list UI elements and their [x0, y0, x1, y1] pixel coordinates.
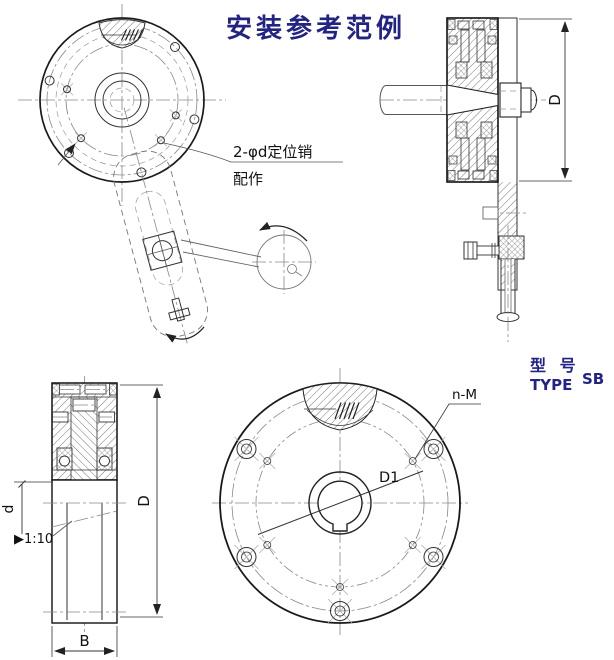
pin-callout-line2: 配作 — [233, 170, 263, 188]
spring-detent-pocket — [302, 382, 378, 431]
taper-label: ▶1:10 — [14, 532, 53, 547]
set-screw — [487, 155, 497, 165]
pin-callout-leader — [163, 142, 343, 163]
bottom-right-flange-view: D1 n-M — [212, 368, 481, 638]
arm-attachment-section — [463, 206, 529, 342]
page-title: 安装参考范例 — [226, 13, 406, 44]
hub — [308, 471, 372, 535]
mounting-holes — [234, 436, 446, 624]
arm-bolt-head — [463, 241, 478, 260]
spring-detent-pocket — [98, 19, 146, 49]
dim-label-B: B — [79, 632, 89, 650]
nm-leader — [414, 403, 481, 460]
model-value: SB — [582, 370, 604, 388]
top-left-flange-view — [18, 4, 343, 344]
bore-with-keyway — [317, 480, 363, 532]
set-screw — [448, 155, 458, 165]
tapered-bore — [446, 84, 499, 116]
bearing — [480, 61, 493, 79]
arm-end-bolt — [171, 297, 186, 322]
bottom-left-section-view: d ▶1:10 D B — [1, 376, 163, 657]
set-screw — [448, 35, 458, 45]
model-label-en: TYPE — [530, 376, 572, 394]
rotation-arrow-upper — [259, 221, 308, 242]
pin-callout-line1: 2-φd定位销 — [233, 143, 312, 161]
spring-coil — [334, 402, 360, 420]
tapped-holes — [259, 452, 421, 596]
hub-sleeve — [51, 479, 118, 624]
bearing — [455, 121, 468, 139]
dim-label-D-top: D — [546, 94, 564, 106]
positioning-pin-holes — [60, 83, 183, 147]
model-label: 型 号 TYPE SB — [530, 356, 604, 394]
torque-arm — [113, 107, 316, 344]
model-label-cn: 型 号 — [530, 356, 580, 375]
taper-line — [51, 510, 118, 528]
top-right-section-view: D — [379, 17, 572, 342]
dim-line-D1 — [257, 470, 424, 535]
shaft-end-bolt — [499, 82, 537, 118]
dim-label-d: d — [1, 505, 17, 514]
bearing — [480, 121, 493, 139]
rotation-arrow-lower — [165, 326, 205, 343]
nm-label: n-M — [452, 387, 477, 403]
spring-coil — [120, 29, 144, 41]
bearing — [455, 61, 468, 79]
set-screw — [487, 35, 497, 45]
pin-arrow-leader — [57, 143, 76, 166]
lever-bar — [180, 239, 262, 268]
flange-bolt-holes — [44, 42, 200, 178]
dim-label-D-left: D — [135, 495, 153, 507]
arm-lug — [498, 235, 525, 260]
dim-label-D1: D1 — [379, 470, 399, 486]
